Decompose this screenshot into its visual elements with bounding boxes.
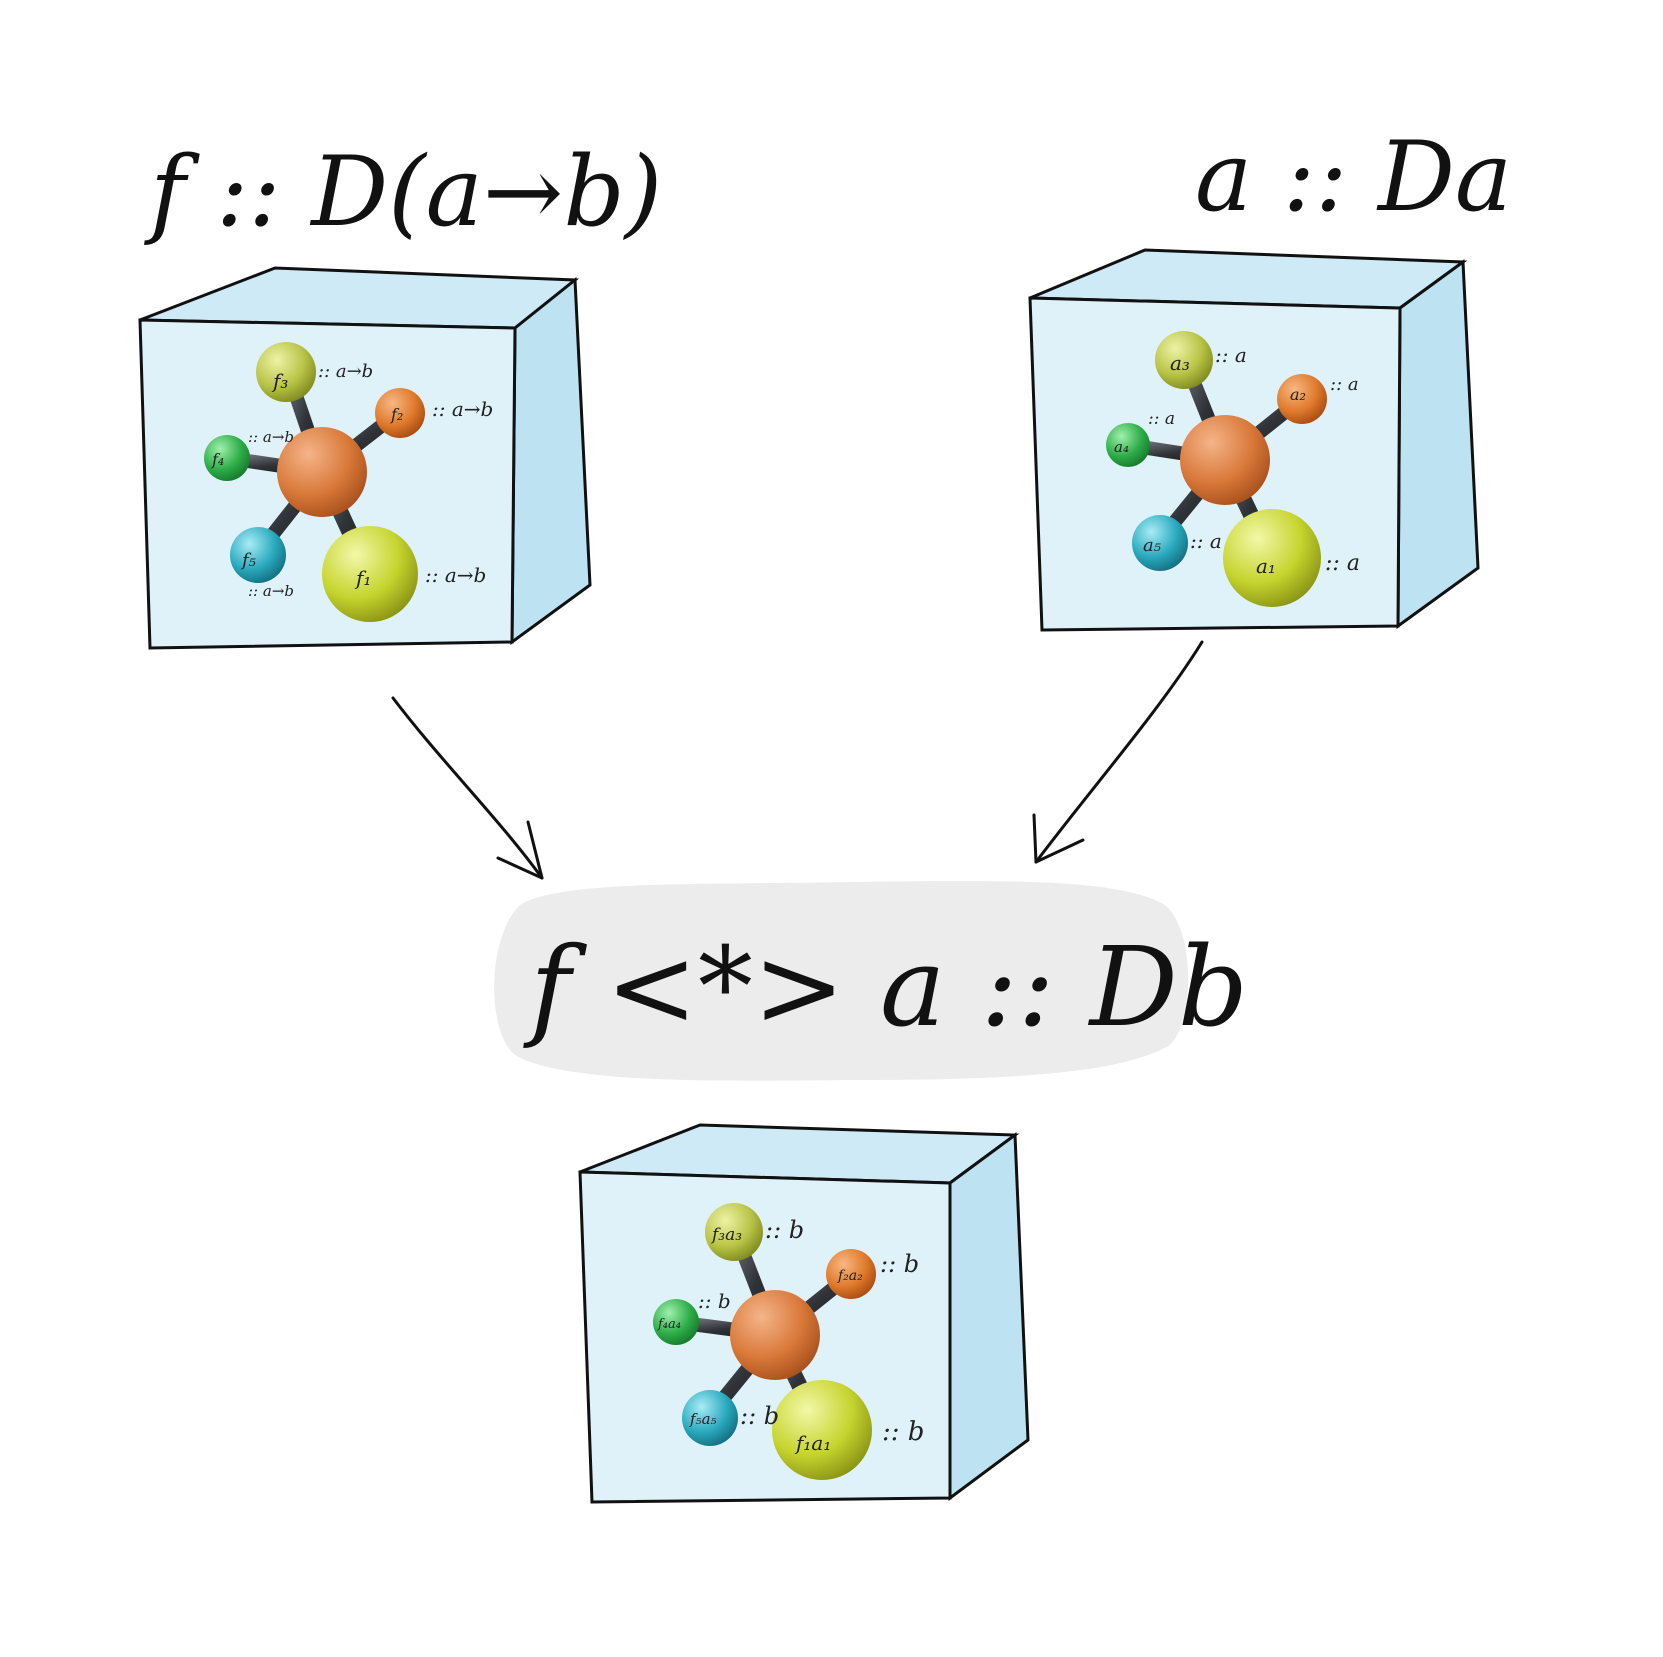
right-ball-5-label: a₅ bbox=[1143, 535, 1161, 556]
right-ball-1-label: a₁ bbox=[1256, 554, 1276, 578]
right-ball-3-type: :: a bbox=[1215, 343, 1247, 367]
result-ball-1-label: f₁a₁ bbox=[794, 1431, 831, 1455]
result-bubble bbox=[494, 880, 1189, 1081]
right-ball-4 bbox=[1106, 423, 1150, 467]
right-ball-1-type: :: a bbox=[1325, 551, 1360, 576]
result-ball-4 bbox=[653, 1299, 699, 1345]
right-ball-5-type: :: a bbox=[1190, 529, 1222, 553]
result-ball-3-type: :: b bbox=[765, 1216, 804, 1244]
left-molecule: f₁ f₂ f₃ f₄ f₅ :: a→b :: a→b :: a→b :: a… bbox=[204, 342, 493, 622]
result-ball-3 bbox=[705, 1203, 763, 1261]
result-ball-2-type: :: b bbox=[880, 1250, 919, 1278]
right-ball-4-type: :: a bbox=[1148, 409, 1175, 429]
right-molecule: a₁ a₂ a₃ a₄ a₅ :: a :: a :: a :: a :: a bbox=[1106, 331, 1360, 607]
left-center-ball bbox=[277, 427, 367, 517]
left-ball-4-label: f₄ bbox=[211, 450, 224, 469]
left-ball-5-type: :: a→b bbox=[248, 582, 294, 600]
result-ball-5-label: f₅a₅ bbox=[689, 1410, 717, 1428]
left-ball-4-type: :: a→b bbox=[248, 428, 294, 446]
right-ball-1 bbox=[1223, 509, 1321, 607]
result-ball-4-label: f₄a₄ bbox=[657, 1317, 681, 1332]
result-ball-4-type: :: b bbox=[698, 1289, 731, 1313]
right-ball-4-label: a₄ bbox=[1114, 438, 1129, 456]
result-ball-1 bbox=[772, 1380, 872, 1480]
right-center-ball bbox=[1180, 415, 1270, 505]
left-ball-1-label: f₁ bbox=[354, 566, 371, 590]
right-ball-2-label: a₂ bbox=[1290, 385, 1306, 404]
result-ball-2 bbox=[826, 1249, 876, 1299]
left-ball-4 bbox=[204, 435, 250, 481]
result-ball-5-type: :: b bbox=[740, 1402, 779, 1430]
left-cube-top bbox=[139, 266, 580, 330]
left-ball-5 bbox=[230, 527, 286, 583]
left-ball-1 bbox=[322, 526, 418, 622]
right-ball-2-type: :: a bbox=[1330, 374, 1359, 395]
left-ball-3-label: f₃ bbox=[271, 369, 288, 393]
right-ball-5 bbox=[1132, 515, 1188, 571]
right-ball-3-label: a₃ bbox=[1170, 351, 1190, 375]
left-arrow bbox=[391, 696, 544, 880]
left-title: f :: D(a→b) bbox=[144, 136, 662, 248]
left-ball-2-type: :: a→b bbox=[432, 397, 493, 421]
right-ball-3 bbox=[1155, 331, 1213, 389]
right-cube-side bbox=[1396, 259, 1480, 629]
result-center-ball bbox=[730, 1290, 820, 1380]
left-ball-3-type: :: a→b bbox=[318, 361, 373, 382]
left-ball-3 bbox=[256, 342, 316, 402]
left-ball-5-label: f₅ bbox=[240, 550, 256, 571]
result-ball-1-type: :: b bbox=[882, 1417, 924, 1447]
right-title: a :: Da bbox=[1195, 121, 1512, 233]
left-ball-1-type: :: a→b bbox=[425, 563, 486, 587]
result-expression: f <*> a :: Db bbox=[523, 923, 1248, 1051]
result-molecule: f₁a₁ f₂a₂ f₃a₃ f₄a₄ f₅a₅ :: b :: b :: b … bbox=[653, 1203, 924, 1480]
result-ball-2-label: f₂a₂ bbox=[837, 1268, 863, 1284]
result-ball-5 bbox=[682, 1390, 738, 1446]
right-ball-2 bbox=[1277, 374, 1327, 424]
left-cube-side bbox=[510, 276, 592, 645]
left-ball-2-label: f₂ bbox=[390, 405, 403, 424]
right-arrow bbox=[1032, 640, 1204, 864]
result-ball-3-label: f₃a₃ bbox=[710, 1225, 742, 1245]
left-ball-2 bbox=[375, 388, 425, 438]
result-cube-side bbox=[948, 1132, 1030, 1501]
